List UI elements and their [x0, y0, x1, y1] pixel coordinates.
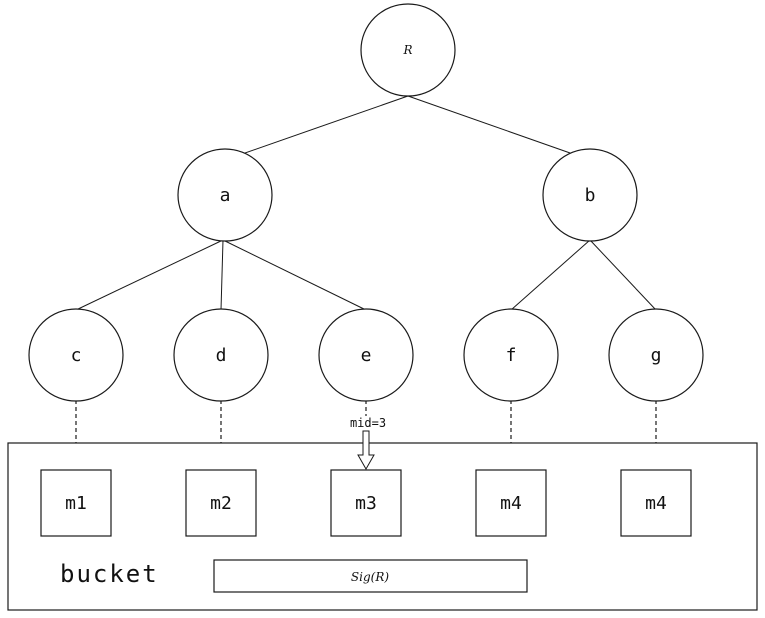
bucket-slot-m4-b: m4	[621, 470, 691, 536]
edge-b-f	[511, 240, 590, 310]
node-a-label: a	[220, 185, 231, 206]
node-f: f	[464, 309, 558, 401]
node-g: g	[609, 309, 703, 401]
node-b: b	[543, 149, 637, 241]
edge-a-e	[223, 240, 366, 310]
bucket-slot-m3: m3	[331, 470, 401, 536]
edge-b-g	[590, 240, 656, 310]
edge-a-c	[76, 240, 223, 310]
bucket-slot-label: m1	[65, 493, 87, 514]
edge-a-d	[221, 240, 223, 310]
edge-R-b	[408, 96, 590, 160]
node-c: c	[29, 309, 123, 401]
bucket-slot-m1: m1	[41, 470, 111, 536]
node-g-label: g	[651, 345, 662, 366]
edge-R-a	[225, 96, 408, 160]
pointer-label: mid=3	[350, 416, 386, 430]
bucket-slot-label: m4	[645, 493, 667, 514]
node-d: d	[174, 309, 268, 401]
node-b-label: b	[585, 185, 596, 206]
bucket-slot-label: m3	[355, 493, 377, 514]
node-f-label: f	[506, 345, 517, 366]
node-R-label: R	[402, 43, 412, 57]
bucket-label: bucket	[60, 560, 159, 588]
signature-label: Sig(R)	[351, 570, 389, 584]
node-e-label: e	[361, 345, 372, 366]
node-c-label: c	[71, 345, 82, 366]
node-R: R	[361, 4, 455, 96]
signature-bar: Sig(R)	[214, 560, 527, 592]
bucket-slot-label: m2	[210, 493, 232, 514]
node-d-label: d	[216, 345, 227, 366]
bucket-slot-m4-a: m4	[476, 470, 546, 536]
bucket-slot-m2: m2	[186, 470, 256, 536]
node-e: e	[319, 309, 413, 401]
node-a: a	[178, 149, 272, 241]
bucket-slot-label: m4	[500, 493, 522, 514]
